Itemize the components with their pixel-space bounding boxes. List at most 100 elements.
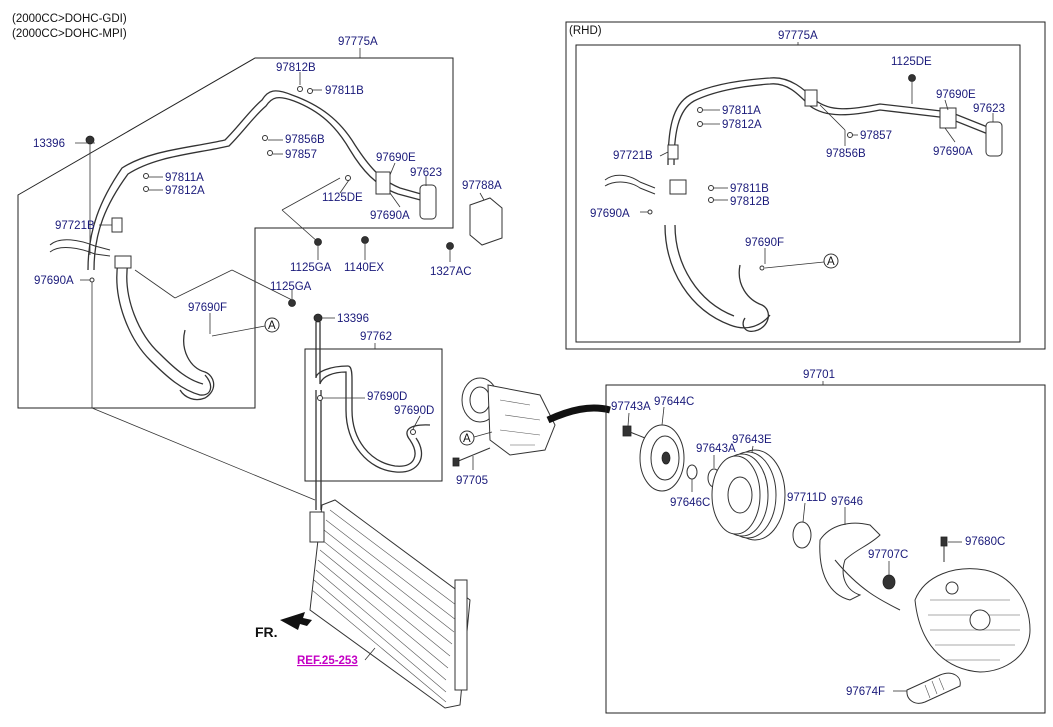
rhd-suction-upper-2 xyxy=(673,83,989,166)
front-arrow-icon xyxy=(280,612,312,630)
discharge-hose-loop-2 xyxy=(126,261,204,385)
bolt-1140ex xyxy=(361,236,369,244)
rhd-block-fitting xyxy=(669,179,687,195)
bolt-13396-b xyxy=(313,313,323,323)
callout-97705: 97705 xyxy=(456,475,488,487)
rhd-hose-group: (RHD) 97775A xyxy=(565,21,1046,350)
callout-r97775a: 97775A xyxy=(778,30,818,42)
callout-97811b: 97811B xyxy=(325,85,364,97)
callout-r97856b: 97856B xyxy=(826,148,866,160)
discharge-hose-loop xyxy=(116,261,212,396)
sensor-97788a xyxy=(469,197,503,246)
ref-circle-a xyxy=(264,317,280,333)
condenser-core xyxy=(309,499,471,709)
block-fitting xyxy=(114,255,132,269)
callout-97721b: 97721B xyxy=(55,220,95,232)
callout-r97721b: 97721B xyxy=(613,150,653,162)
coil-wire xyxy=(834,559,901,611)
liquid-pipe-2 xyxy=(319,322,423,473)
rhd-receiver-drier xyxy=(985,121,1003,157)
rhd-fitting-97721b xyxy=(667,144,679,160)
callout-r97690a-right: 97690A xyxy=(933,146,973,158)
front-direction-label: FR. xyxy=(255,624,278,640)
callout-97743a: 97743A xyxy=(611,401,651,413)
rhd-left-hose xyxy=(604,174,656,189)
ring-97711d xyxy=(792,521,812,549)
callout-97707c: 97707C xyxy=(868,549,908,561)
callout-97811a: 97811A xyxy=(165,172,204,184)
condenser xyxy=(309,499,471,709)
callout-97856b: 97856B xyxy=(285,134,325,146)
callout-1125ga-2: 1125GA xyxy=(270,281,312,293)
callout-97701: 97701 xyxy=(803,369,835,381)
condenser-inlet xyxy=(309,511,325,543)
ref-circle-a-letter: A xyxy=(268,320,276,332)
rhd-fitting-97856b xyxy=(804,89,818,107)
callout-97690d-1: 97690D xyxy=(367,391,407,403)
ref-circle-a-mid xyxy=(459,430,475,446)
engine-variant-2: (2000CC>DOHC-MPI) xyxy=(12,28,127,40)
callout-r97857: 97857 xyxy=(860,130,892,142)
left-hose-end xyxy=(49,239,111,251)
nut-1327ac xyxy=(446,242,454,250)
callout-97646c: 97646C xyxy=(670,497,710,509)
hose-end-fitting xyxy=(179,329,215,401)
fitting-97690e xyxy=(375,171,391,195)
callout-97812b: 97812B xyxy=(276,62,316,74)
ref-circle-a-mid-letter: A xyxy=(463,433,471,445)
callout-97690e: 97690E xyxy=(376,152,416,164)
callout-97674f: 97674F xyxy=(846,686,885,698)
rhd-ref-circle-a xyxy=(823,253,839,269)
callout-r97812b: 97812B xyxy=(730,196,770,208)
fitting-97721b xyxy=(111,217,123,233)
callout-r97811a: 97811A xyxy=(722,105,761,117)
callout-97762: 97762 xyxy=(360,331,392,343)
rhd-hose-end xyxy=(738,264,769,332)
rhd-outer-frame xyxy=(565,21,1046,350)
callout-r97811b: 97811B xyxy=(730,183,769,195)
callout-1125ga: 1125GA xyxy=(290,262,332,274)
bolt-1125ga-2 xyxy=(288,299,296,307)
callout-13396: 13396 xyxy=(33,138,65,150)
callout-97690d-2: 97690D xyxy=(394,405,434,417)
callout-r97690e: 97690E xyxy=(936,89,976,101)
callout-r97812a: 97812A xyxy=(722,119,762,131)
callout-97646: 97646 xyxy=(831,496,863,508)
suction-pipe-upper-2 xyxy=(93,96,429,271)
rhd-discharge-hose xyxy=(664,224,771,329)
callout-r97690a-left: 97690A xyxy=(590,208,630,220)
liquid-group-frame xyxy=(304,348,443,482)
bolt-97743a xyxy=(622,425,632,437)
liquid-pipe xyxy=(315,322,431,467)
engine-variant-1: (2000CC>DOHC-GDI) xyxy=(12,13,127,25)
lhd-group-frame xyxy=(17,57,454,409)
callout-97680c: 97680C xyxy=(965,536,1005,548)
callout-97690f: 97690F xyxy=(188,302,227,314)
rhd-bolt-1125de xyxy=(908,74,916,82)
callout-97643a: 97643A xyxy=(696,443,736,455)
shim-97646c xyxy=(686,464,698,480)
compressor-body xyxy=(487,384,556,456)
callout-r97623: 97623 xyxy=(973,103,1005,115)
rhd-ref-circle-a-letter: A xyxy=(827,256,835,268)
lhd-hose-group: 97775A 97812B 97811B 13396 97856B 97857 … xyxy=(17,36,503,409)
compressor-exploded-group: 97701 97743A 97644C 97643A 97646C 97643E xyxy=(605,369,1046,714)
callout-1327ac: 1327AC xyxy=(430,266,472,278)
suction-pipe-upper xyxy=(87,90,429,271)
liquid-pipe-group: 97762 13396 97690D 97690D xyxy=(304,313,443,510)
callout-97711d: 97711D xyxy=(787,492,826,504)
callout-97857: 97857 xyxy=(285,149,317,161)
rhd-label: (RHD) xyxy=(569,25,602,37)
reference-link[interactable]: REF.25-253 xyxy=(297,655,358,667)
receiver-drier-97623 xyxy=(419,184,437,220)
left-hose-end-2 xyxy=(49,247,111,257)
callout-97812a: 97812A xyxy=(165,185,205,197)
callout-97623: 97623 xyxy=(410,167,442,179)
callout-97690a-left: 97690A xyxy=(34,275,74,287)
part-97707c xyxy=(882,574,896,590)
pressure-switch-97674f xyxy=(906,672,961,704)
callout-97643e: 97643E xyxy=(732,434,772,446)
field-coil-97646 xyxy=(819,522,881,601)
callout-13396-b: 13396 xyxy=(337,313,369,325)
